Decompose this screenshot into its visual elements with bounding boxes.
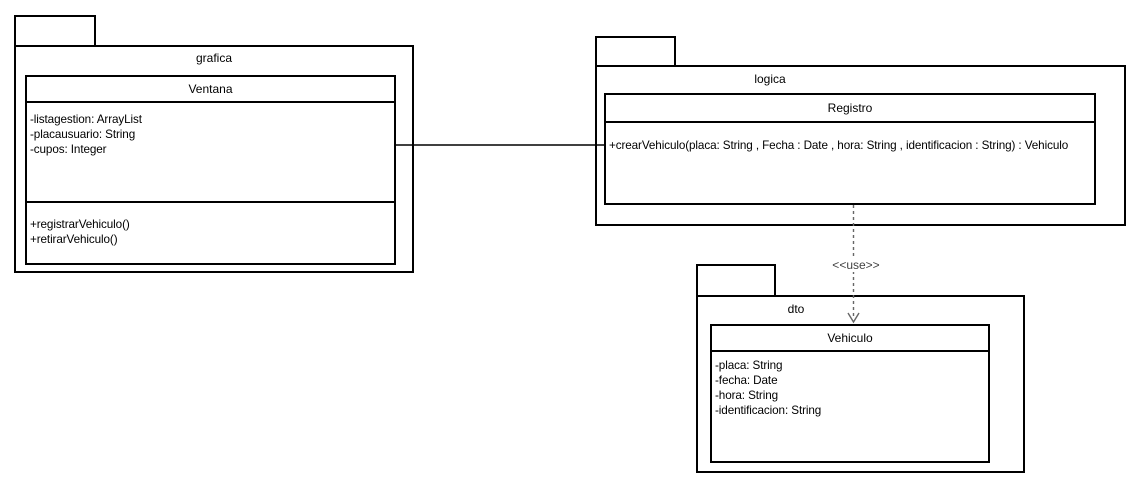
package-tab-logica[interactable] bbox=[595, 36, 676, 67]
attribute: -listagestion: ArrayList bbox=[30, 113, 142, 126]
attribute: -placausuario: String bbox=[30, 128, 136, 141]
package-label-dto: dto bbox=[787, 302, 805, 316]
class-ventana[interactable]: Ventana -listagestion: ArrayList -placau… bbox=[25, 75, 396, 265]
class-name-registro: Registro bbox=[606, 95, 1094, 123]
method: +crearVehiculo(placa: String , Fecha : D… bbox=[609, 139, 1069, 152]
open-arrowhead-icon bbox=[847, 312, 860, 324]
package-label-grafica: grafica bbox=[195, 51, 233, 65]
attribute: -fecha: Date bbox=[715, 374, 778, 387]
method: +registrarVehiculo() bbox=[30, 218, 130, 231]
class-name-ventana: Ventana bbox=[27, 77, 394, 103]
attribute: -cupos: Integer bbox=[30, 143, 107, 156]
class-methods-registro: +crearVehiculo(placa: String , Fecha : D… bbox=[606, 123, 1094, 203]
class-methods-ventana: +registrarVehiculo() +retirarVehiculo() bbox=[27, 203, 394, 263]
attribute: -hora: String bbox=[715, 389, 779, 402]
class-attributes-ventana: -listagestion: ArrayList -placausuario: … bbox=[27, 103, 394, 203]
method: +retirarVehiculo() bbox=[30, 233, 118, 246]
package-label-logica: logica bbox=[754, 72, 786, 86]
class-vehiculo[interactable]: Vehiculo -placa: String -fecha: Date -ho… bbox=[710, 324, 990, 463]
class-registro[interactable]: Registro +crearVehiculo(placa: String , … bbox=[604, 93, 1096, 205]
class-attributes-vehiculo: -placa: String -fecha: Date -hora: Strin… bbox=[712, 352, 988, 461]
package-tab-dto[interactable] bbox=[696, 264, 776, 297]
dependency-label: <<use>> bbox=[830, 258, 882, 272]
class-name-vehiculo: Vehiculo bbox=[712, 326, 988, 352]
attribute: -identificacion: String bbox=[715, 404, 822, 417]
attribute: -placa: String bbox=[715, 359, 783, 372]
